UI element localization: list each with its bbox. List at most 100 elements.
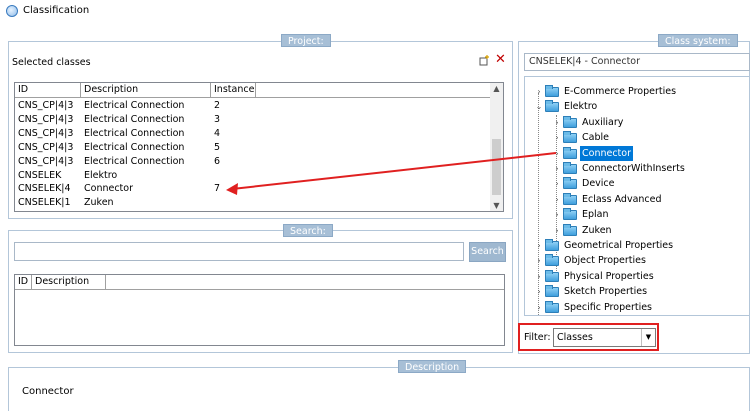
tree-node-label: Geometrical Properties [564,240,674,251]
folder-icon [545,85,559,97]
tree-node[interactable]: › Cable [553,130,750,145]
search-input[interactable] [14,242,464,261]
cell-instance: 7 [214,183,221,195]
chevron-right-icon[interactable]: › [555,133,559,143]
tree-node-label: Cable [582,132,609,144]
folder-icon [563,208,577,221]
folder-icon [545,239,559,251]
tree-node[interactable]: › Eplan [553,207,750,222]
scroll-down-icon[interactable]: ▼ [493,201,500,210]
chevron-right-icon[interactable]: › [537,256,541,266]
cell-description: Electrical Connection [84,141,185,153]
class-system-legend: Class system: [658,34,738,47]
folder-icon [563,223,577,236]
folder-icon [545,100,559,113]
cell-id: CNS_CP|4|3 [18,113,74,125]
tree-node[interactable]: ›Sketch Properties [535,284,745,299]
filter-select[interactable]: Classes ▼ [553,328,656,347]
description-group [8,367,750,411]
cell-description: Connector [84,183,133,195]
cell-description: Elektro [84,169,118,181]
search-button[interactable]: Search [469,242,506,262]
cell-id: CNSELEK|4 [18,183,71,195]
search-results-grid: ID Description [14,274,505,346]
chevron-right-icon[interactable]: › [555,194,559,204]
search-results-header: ID Description [15,275,504,290]
tree-node-label: E-Commerce Properties [564,86,677,97]
chevron-right-icon[interactable]: › [537,302,541,312]
folder-icon [563,115,577,128]
description-text: Connector [22,386,74,397]
cell-description: Zuken [84,197,114,209]
chevron-right-icon[interactable]: › [555,148,559,158]
chevron-right-icon[interactable]: › [555,164,559,173]
chevron-right-icon[interactable]: › [555,210,559,220]
tree-node[interactable]: ⌄ Elektro [535,99,745,114]
chevron-right-icon[interactable]: › [537,287,541,297]
chevron-right-icon[interactable]: › [537,87,541,96]
column-description[interactable]: Description [81,83,211,97]
filter-label: Filter: [524,332,551,343]
tree-node-label: Physical Properties [564,270,654,282]
tree-node-label: Eplan [582,209,609,221]
cell-instance: 2 [214,100,221,111]
tree-node[interactable]: › Geometrical Properties [535,238,745,253]
tree-node[interactable]: › Zuken [553,223,750,238]
tree-node-label: Elektro [564,101,598,113]
tree-node[interactable]: ›Auxiliary [553,115,750,130]
table-row[interactable]: CNSELEK|4 Connector 7 [15,182,490,196]
tree-node-label: Device [582,178,615,190]
tree-node[interactable]: › Connector [553,145,750,161]
class-tree: › E-Commerce Properties ⌄ Elektro ›Auxiliary… [524,76,750,316]
new-class-icon[interactable] [479,55,490,66]
folder-icon [563,162,577,174]
chevron-down-icon[interactable]: ⌄ [535,102,543,112]
tree-node[interactable]: › E-Commerce Properties [535,84,745,99]
scroll-thumb[interactable] [492,139,501,195]
delete-class-icon[interactable]: ✕ [495,52,506,67]
table-row[interactable]: CNSELEK Elektro [15,169,490,183]
search-column-id[interactable]: ID [15,275,32,289]
selected-classes-scrollbar[interactable]: ▲ ▼ [490,83,503,211]
chevron-down-icon[interactable]: ▼ [641,329,655,346]
class-system-field[interactable]: CNSELEK|4 - Connector [524,53,750,71]
chevron-right-icon[interactable]: › [537,241,541,250]
filter-value: Classes [557,332,593,343]
cell-description: Electrical Connection [84,100,185,111]
folder-icon [563,146,577,159]
tree-node[interactable]: › Eclass Advanced [553,192,750,207]
chevron-right-icon[interactable]: › [555,225,559,235]
tree-node-label: Specific Properties [564,301,653,313]
chevron-right-icon[interactable]: › [555,117,559,127]
folder-icon [563,192,577,205]
column-instance[interactable]: Instance [211,83,256,97]
chevron-right-icon[interactable]: › [555,179,559,189]
cell-instance: 6 [214,155,221,167]
cell-id: CNS_CP|4|3 [18,127,74,139]
tree-node[interactable]: › Device [553,176,750,191]
tree-node[interactable]: › Specific Properties [535,300,745,315]
table-row[interactable]: CNS_CP|4|3 Electrical Connection 2 [15,99,490,113]
tree-node-label: Eclass Advanced [582,193,662,205]
tree-node-label: ConnectorWithInserts [582,163,685,174]
tree-node[interactable]: › Physical Properties [535,269,745,284]
app-icon [6,5,18,17]
search-column-description[interactable]: Description [32,275,106,289]
column-id[interactable]: ID [15,83,81,97]
tree-node[interactable]: ›Object Properties [535,253,745,268]
tree-node[interactable]: › ConnectorWithInserts [553,161,750,176]
cell-id: CNSELEK [18,169,62,181]
tree-node-label: Connector [580,145,633,161]
selected-classes-header: ID Description Instance [15,83,503,98]
class-system-value: CNSELEK|4 - Connector [529,56,641,67]
scroll-up-icon[interactable]: ▲ [493,84,500,93]
window-title: Classification [23,5,90,16]
chevron-right-icon[interactable]: › [537,271,541,281]
cell-id: CNS_CP|4|3 [18,100,74,111]
tree-node-label: Zuken [582,224,612,236]
